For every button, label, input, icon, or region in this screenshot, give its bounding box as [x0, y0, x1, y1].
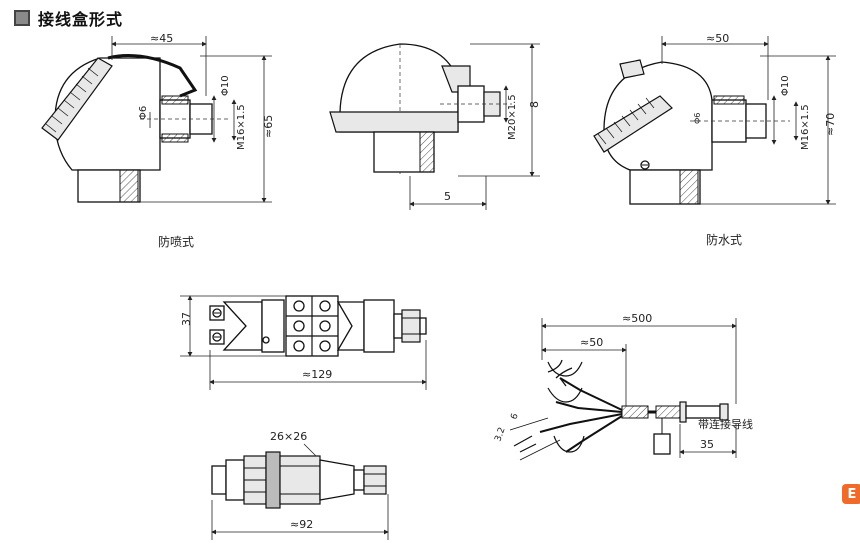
plain-head-view: M20×1.5 8 5	[329, 43, 541, 210]
wire-dim-a: 3.2	[493, 426, 507, 443]
plain-height-dim: 8	[528, 101, 541, 108]
spray-width-dim: ≈45	[150, 32, 173, 45]
brand-logo: E	[842, 484, 860, 504]
waterproof-inner-dia-dim: Φ6	[693, 113, 702, 124]
waterproof-caption: 防水式	[706, 232, 742, 247]
wire-dim-b: 6	[509, 412, 520, 421]
terminal-height-dim: 37	[180, 312, 193, 326]
lead-wire-assembly-view: ≈500 ≈50 35 带连接导线 3.2 6	[493, 312, 753, 461]
waterproof-height-dim: ≈70	[824, 113, 837, 136]
waterproof-outer-dia-dim: Φ10	[780, 75, 791, 96]
wire-fork-dim: ≈50	[580, 336, 603, 349]
section-title: 接线盒形式	[38, 10, 124, 29]
spray-height-dim: ≈65	[262, 115, 275, 138]
spray-proof-head-view: ≈45 Φ6 Φ10 M16×1.5 ≈65 防喷式	[41, 32, 275, 249]
wire-total-dim: ≈500	[622, 312, 652, 325]
wire-end-dim: 35	[700, 438, 714, 451]
plain-thread-dim: M20×1.5	[507, 94, 518, 140]
spray-caption: 防喷式	[158, 234, 194, 249]
spray-thread-dim: M16×1.5	[236, 104, 247, 150]
plug-connector-view: 26×26 ≈92	[211, 430, 389, 540]
waterproof-width-dim: ≈50	[706, 32, 729, 45]
spray-inner-dia-dim: Φ6	[138, 106, 149, 120]
plug-hex-dim: 26×26	[270, 430, 307, 443]
waterproof-head-view: ≈50 Φ6 Φ10 M16×1.5 ≈70 防水式	[593, 32, 837, 247]
terminal-length-dim: ≈129	[302, 368, 332, 381]
spray-outer-dia-dim: Φ10	[220, 75, 231, 96]
plain-length-dim: 5	[444, 190, 451, 203]
wire-label: 带连接导线	[698, 417, 753, 431]
waterproof-thread-dim: M16×1.5	[800, 104, 811, 150]
section-header: 接线盒形式	[14, 6, 123, 30]
square-bullet-icon	[14, 10, 30, 26]
terminal-block-view: 37 ≈129	[180, 295, 427, 390]
plug-length-dim: ≈92	[290, 518, 313, 531]
